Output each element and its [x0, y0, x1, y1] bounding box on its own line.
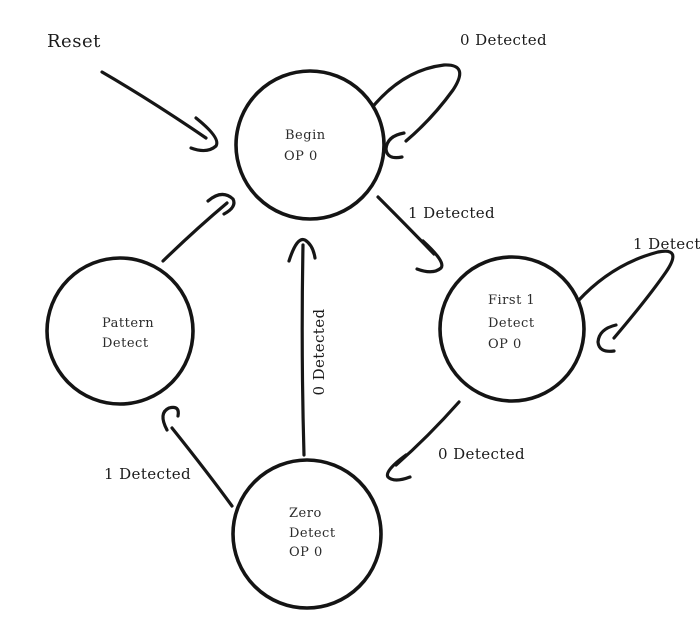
begin-to-first1-label: 1 Detected [408, 204, 495, 222]
state-pattern-detect: Pattern Detect [45, 256, 195, 406]
state-first1-label-line1: First 1 [488, 293, 535, 308]
first1-self-loop-shaft [576, 249, 675, 340]
transition-reset-arrow [100, 70, 219, 153]
state-zero-label-line1: Zero [289, 506, 322, 521]
reset-arrow-shaft [100, 70, 208, 140]
state-zero-detect-circle [231, 458, 383, 610]
pattern-to-begin-arrowhead-icon [206, 192, 236, 216]
zero-to-pattern-shaft [170, 426, 234, 508]
state-first1-label-line2: Detect [488, 316, 535, 331]
state-begin-circle [234, 69, 386, 221]
state-begin-label-line2: OP 0 [284, 149, 318, 164]
zero-to-pattern-label: 1 Detected [104, 465, 191, 483]
begin-to-first1-arrowhead-icon [415, 239, 444, 274]
state-pattern-label-line2: Detect [102, 336, 149, 351]
state-first1-detect-circle [438, 255, 586, 403]
first1-to-zero-label: 0 Detected [438, 445, 525, 463]
begin-self-loop-shaft [368, 63, 462, 143]
transition-first1-to-zero [385, 400, 461, 482]
state-zero-label-line2: Detect [289, 526, 336, 541]
reset-arrowhead-icon [189, 116, 219, 153]
state-first1-detect: First 1 Detect OP 0 [438, 255, 586, 403]
state-pattern-label-line1: Pattern [102, 316, 154, 331]
state-first1-label-line3: OP 0 [488, 337, 522, 352]
zero-to-begin-arrowhead-icon [287, 237, 317, 263]
pattern-to-begin-shaft [161, 201, 229, 263]
begin-self-loop-label: 0 Detected [460, 31, 547, 49]
state-zero-label-line3: OP 0 [289, 545, 323, 560]
first1-self-loop-label: 1 Detected [633, 235, 700, 253]
state-begin-label-line1: Begin [285, 128, 326, 143]
state-begin: Begin OP 0 [234, 69, 386, 221]
transition-begin-self-loop [368, 63, 462, 160]
transition-pattern-to-begin [161, 192, 236, 263]
state-pattern-detect-circle [45, 256, 195, 406]
first1-to-zero-arrowhead-icon [385, 453, 412, 482]
zero-to-pattern-arrowhead-icon [161, 405, 180, 432]
begin-self-loop-arrowhead-icon [384, 131, 406, 160]
transition-zero-to-pattern [161, 405, 234, 508]
transition-begin-to-first1 [376, 195, 444, 274]
zero-to-begin-shaft [300, 243, 306, 457]
state-zero-detect: Zero Detect OP 0 [231, 458, 383, 610]
first1-self-loop-arrowhead-icon [596, 323, 618, 353]
transition-first1-self-loop [576, 249, 675, 353]
zero-to-begin-label: 0 Detected [310, 308, 328, 395]
transition-zero-to-begin [287, 237, 317, 457]
reset-label: Reset [47, 31, 101, 52]
